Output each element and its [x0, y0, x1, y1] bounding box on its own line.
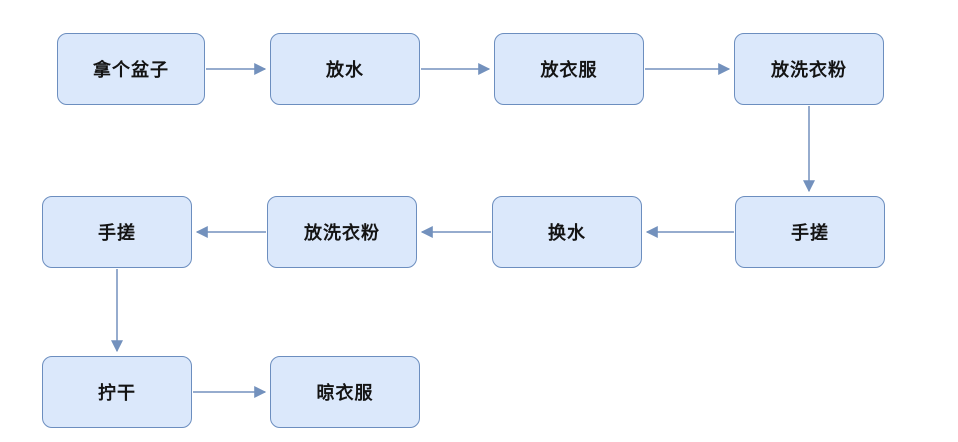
node-hand-scrub-1: 手搓: [735, 196, 885, 268]
node-hang-clothes: 晾衣服: [270, 356, 420, 428]
node-change-water: 换水: [492, 196, 642, 268]
node-put-clothes: 放衣服: [494, 33, 644, 105]
node-wring-dry: 拧干: [42, 356, 192, 428]
node-hand-scrub-2: 手搓: [42, 196, 192, 268]
node-add-detergent-1: 放洗衣粉: [734, 33, 884, 105]
node-add-detergent-2: 放洗衣粉: [267, 196, 417, 268]
node-get-basin: 拿个盆子: [57, 33, 205, 105]
node-add-water: 放水: [270, 33, 420, 105]
